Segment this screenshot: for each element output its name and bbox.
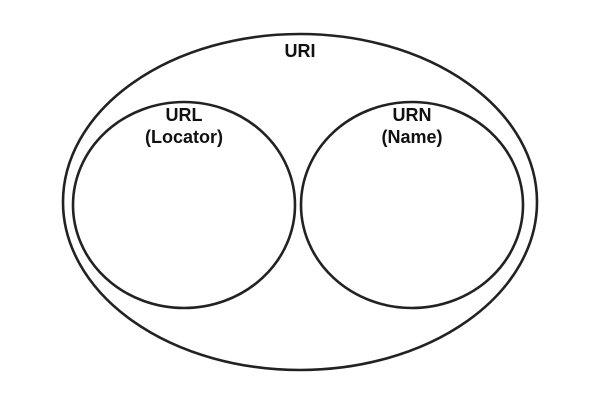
url-subtitle: (Locator) (145, 127, 223, 147)
url-title: URL (165, 105, 203, 125)
urn-title: URN (392, 105, 432, 125)
url-label: URL (Locator) (124, 104, 244, 148)
url-circle (71, 100, 297, 310)
uri-label: URI (270, 40, 330, 62)
urn-subtitle: (Name) (381, 127, 443, 147)
urn-circle (299, 100, 525, 310)
urn-label: URN (Name) (352, 104, 472, 148)
uri-outer-ellipse (61, 32, 539, 372)
uri-title: URI (284, 41, 316, 61)
